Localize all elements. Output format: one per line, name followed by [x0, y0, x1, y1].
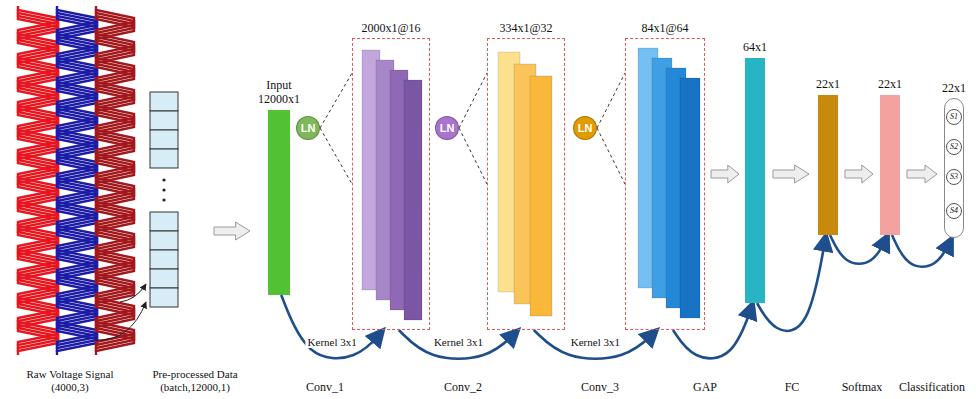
input-bar: Input 12000x1: [268, 110, 290, 295]
block-arrow: [711, 165, 739, 183]
wave-stroke: [18, 15, 58, 355]
data-caption: Raw Voltage Signal (4000,3): [8, 368, 133, 394]
data-cell: [150, 231, 178, 250]
block-arrow: [907, 165, 937, 183]
feature-map: [680, 78, 700, 318]
flow-arrow: [830, 235, 888, 264]
data-cell: [150, 149, 178, 168]
node-label: LN: [301, 122, 316, 134]
dot: [162, 198, 165, 201]
feature-map: [530, 76, 552, 316]
data-cell: [150, 130, 178, 149]
node-label: S4: [950, 207, 958, 215]
dot: [162, 178, 165, 181]
data-cell: [150, 111, 178, 130]
node-label: S3: [950, 173, 958, 181]
block-arrow: [773, 165, 809, 183]
operation-name: Conv_1: [306, 380, 344, 394]
node-label: LN: [578, 122, 593, 134]
shape-heading: 334x1@32: [499, 22, 552, 36]
wave-stroke: [57, 15, 97, 355]
feature-map-stacks: [362, 48, 700, 320]
node-label: S1: [950, 113, 958, 121]
flow-arrow: [757, 235, 826, 331]
flow-arrow: [399, 330, 518, 359]
shape-heading: 22x1: [878, 78, 902, 92]
gap-bar: 64x1: [745, 58, 765, 303]
class-circle: S1: [946, 109, 962, 125]
data-caption: Pre-processed Data (batch,12000,1): [133, 368, 258, 394]
flow-arrow: [534, 330, 657, 359]
norm-link: [597, 73, 625, 184]
fc-bar: 22x1: [818, 95, 838, 235]
shape-heading: 22x1: [942, 82, 966, 96]
layer-norm-circle: LN: [573, 116, 597, 140]
flow-arrow: [892, 235, 952, 267]
feature-map: [404, 80, 422, 320]
layer-norm-circle: LN: [435, 116, 459, 140]
conv-block: 334x1@32: [487, 38, 565, 330]
shape-heading: 64x1: [743, 41, 767, 55]
class-circle: S4: [946, 203, 962, 219]
data-cell: [150, 92, 178, 111]
preprocessed-column: [150, 92, 178, 307]
shape-heading: 2000x1@16: [361, 22, 420, 36]
flow-arrow: [281, 295, 383, 358]
shape-heading: 22x1: [816, 78, 840, 92]
kernel-label: Kernel 3x1: [306, 336, 359, 348]
class-capsule: 22x1S1S2S3S4: [944, 98, 964, 238]
wave-stroke: [96, 15, 134, 355]
conv-block: 2000x1@16: [352, 38, 430, 330]
sample-arrow: [120, 284, 146, 302]
norm-link: [459, 73, 487, 184]
class-circle: S3: [946, 169, 962, 185]
operation-name: FC: [785, 380, 800, 394]
conv-block: 84x1@64: [625, 38, 705, 330]
data-cell: [150, 212, 178, 231]
norm-link: [320, 73, 352, 184]
data-cell: [150, 269, 178, 288]
operation-name: GAP: [693, 380, 717, 394]
dot: [162, 188, 165, 191]
softmax-bar: 22x1: [880, 95, 900, 235]
operation-name: Conv_3: [581, 380, 619, 394]
block-arrow: [845, 165, 873, 183]
class-circle: S2: [946, 139, 962, 155]
flow-arrow: [673, 303, 753, 358]
operation-name: Softmax: [842, 380, 883, 394]
sample-arrow: [96, 302, 146, 340]
ellipsis-dots: [162, 178, 165, 201]
operation-name: Classification: [899, 380, 965, 394]
node-label: S2: [950, 143, 958, 151]
kernel-label: Kernel 3x1: [569, 336, 622, 348]
kernel-label: Kernel 3x1: [432, 336, 485, 348]
raw-signal-waves: [18, 6, 134, 355]
block-arrow: [214, 222, 250, 240]
node-label: LN: [440, 122, 455, 134]
shape-heading: Input 12000x1: [251, 79, 307, 107]
operation-name: Conv_2: [444, 380, 482, 394]
shape-heading: 84x1@64: [641, 22, 688, 36]
data-cell: [150, 250, 178, 269]
data-cell: [150, 288, 178, 307]
layer-norm-circle: LN: [296, 116, 320, 140]
